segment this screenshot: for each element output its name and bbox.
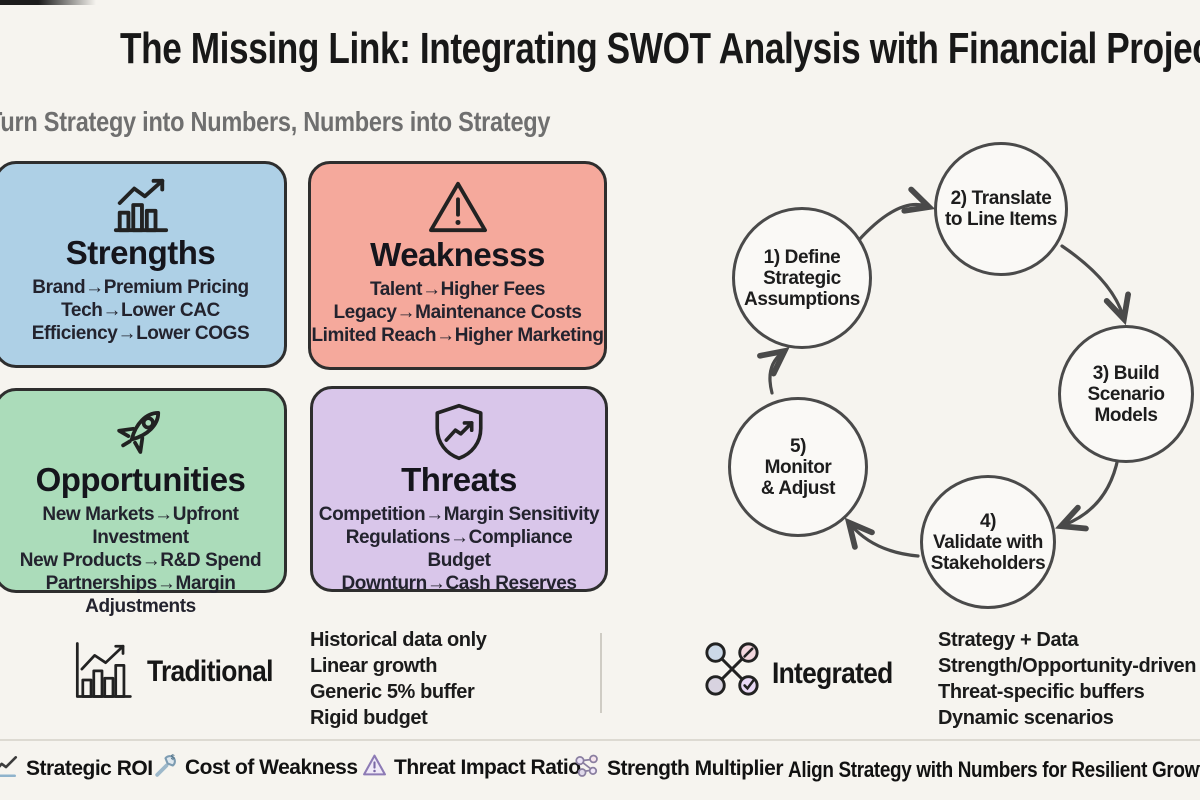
- metric-label: Strategic ROI: [26, 756, 153, 780]
- arrow-2-to-3: [1060, 244, 1131, 326]
- rocket-icon: [0, 401, 284, 463]
- swot-item: Limited Reach→Higher Marketing: [311, 324, 604, 346]
- swot-item: Partnerships→Margin Adjustments: [45, 572, 236, 617]
- network-nodes-icon: [703, 640, 761, 703]
- weaknesses-title: Weaknesss: [370, 236, 545, 273]
- bar-chart-trend-icon: [70, 636, 134, 709]
- traditional-list: Historical data only Linear growth Gener…: [310, 627, 487, 731]
- cycle-node-define-assumptions: 1) Define Strategic Assumptions: [732, 207, 872, 349]
- opportunities-box: Opportunities New Markets→Upfront Invest…: [0, 388, 287, 617]
- traditional-label: Traditional: [147, 655, 273, 688]
- swot-item: New Markets→Upfront Investment: [42, 503, 239, 548]
- arrow-3-to-4: [1055, 456, 1120, 532]
- integrated-list: Strategy + Data Strength/Opportunity-dri…: [938, 627, 1196, 731]
- integrated-label: Integrated: [772, 657, 893, 690]
- weaknesses-items: Talent→Higher Fees Legacy→Maintenance Co…: [311, 278, 604, 347]
- node-line: 2) Translate: [950, 188, 1052, 209]
- cycle-node-validate-stakeholders: 4) Validate with Stakeholders: [920, 475, 1056, 609]
- shield-growth-icon: [313, 401, 605, 463]
- metric-threat-impact-ratio: Threat Impact Ratio: [362, 753, 581, 782]
- top-edge-artifact: [0, 0, 96, 5]
- opportunities-title: Opportunities: [35, 461, 246, 498]
- swot-item: New Products→R&D Spend: [19, 549, 262, 571]
- strengths-box: Strengths Brand→Premium Pricing Tech→Low…: [0, 161, 287, 368]
- node-line: 5): [789, 435, 807, 457]
- cycle-node-build-scenario-models: 3) Build Scenario Models: [1058, 325, 1194, 463]
- swot-item: Efficiency→Lower COGS: [31, 322, 250, 344]
- traditional-item: Generic 5% buffer: [310, 681, 475, 703]
- swot-item: Tech→Lower CAC: [61, 299, 220, 321]
- swot-item: Regulations→Compliance Budget: [345, 526, 573, 571]
- integrated-item: Threat-specific buffers: [938, 681, 1145, 703]
- traditional-item: Rigid budget: [310, 707, 428, 729]
- node-line: to Line Items: [945, 209, 1057, 230]
- threats-items: Competition→Margin Sensitivity Regulatio…: [313, 503, 605, 595]
- swot-item: Legacy→Maintenance Costs: [333, 301, 582, 323]
- page-title: The Missing Link: Integrating SWOT Analy…: [120, 24, 1200, 73]
- threats-box: Threats Competition→Margin Sensitivity R…: [310, 386, 608, 595]
- metric-strategic-roi: Strategic ROI: [0, 753, 153, 784]
- comparison-divider: [600, 633, 602, 713]
- arrow-4-to-5: [844, 517, 920, 558]
- strengths-title: Strengths: [65, 234, 216, 271]
- metric-label: Cost of Weakness: [185, 756, 358, 779]
- footer-tagline: Align Strategy with Numbers for Resilien…: [788, 757, 1200, 782]
- arrow-5-to-1: [757, 347, 790, 395]
- node-line: Assumptions: [744, 288, 860, 310]
- node-line: Strategic: [763, 267, 841, 289]
- swot-item: Competition→Margin Sensitivity: [318, 503, 600, 525]
- cycle-node-monitor-adjust: 5) Monitor & Adjust: [728, 397, 868, 537]
- integrated-item: Strategy + Data: [938, 629, 1079, 651]
- footer-divider: [0, 739, 1200, 741]
- metric-label: Strength Multiplier: [607, 756, 784, 780]
- swot-item: Downturn→Cash Reserves: [341, 572, 577, 594]
- node-line: 4): [979, 510, 997, 532]
- wrench-icon: $: [153, 752, 178, 783]
- node-line: 1) Define: [763, 246, 841, 268]
- integrated-item: Strength/Opportunity-driven: [938, 655, 1197, 677]
- swot-item: Brand→Premium Pricing: [32, 276, 249, 298]
- integrated-item: Dynamic scenarios: [938, 707, 1114, 729]
- warning-triangle-icon: [362, 753, 387, 782]
- arrow-1-to-2: [856, 186, 936, 243]
- node-line: 3) Build: [1092, 362, 1160, 384]
- roi-chart-icon: [0, 753, 19, 784]
- network-icon: [574, 753, 600, 784]
- metric-cost-of-weakness: $ Cost of Weakness: [153, 752, 358, 783]
- node-line: Validate with: [933, 531, 1043, 553]
- node-line: Monitor: [764, 456, 832, 478]
- cycle-node-translate-line-items: 2) Translate to Line Items: [934, 142, 1068, 276]
- bar-chart-growth-icon: [0, 174, 284, 236]
- metric-strength-multiplier: Strength Multiplier: [574, 753, 784, 784]
- threats-title: Threats: [401, 461, 517, 498]
- node-line: Scenario: [1087, 383, 1165, 405]
- node-line: Models: [1094, 404, 1158, 426]
- page-subtitle: Turn Strategy into Numbers, Numbers into…: [0, 106, 551, 137]
- traditional-item: Historical data only: [310, 629, 487, 651]
- strengths-items: Brand→Premium Pricing Tech→Lower CAC Eff…: [0, 276, 284, 345]
- swot-item: Talent→Higher Fees: [369, 278, 546, 300]
- node-line: Stakeholders: [930, 552, 1046, 574]
- node-line: & Adjust: [760, 477, 836, 499]
- opportunities-items: New Markets→Upfront Investment New Produ…: [0, 503, 284, 618]
- traditional-item: Linear growth: [310, 655, 438, 677]
- warning-triangle-icon: [311, 176, 604, 238]
- metric-label: Threat Impact Ratio: [394, 755, 581, 779]
- svg-text:$: $: [171, 753, 175, 761]
- weaknesses-box: Weaknesss Talent→Higher Fees Legacy→Main…: [308, 161, 607, 370]
